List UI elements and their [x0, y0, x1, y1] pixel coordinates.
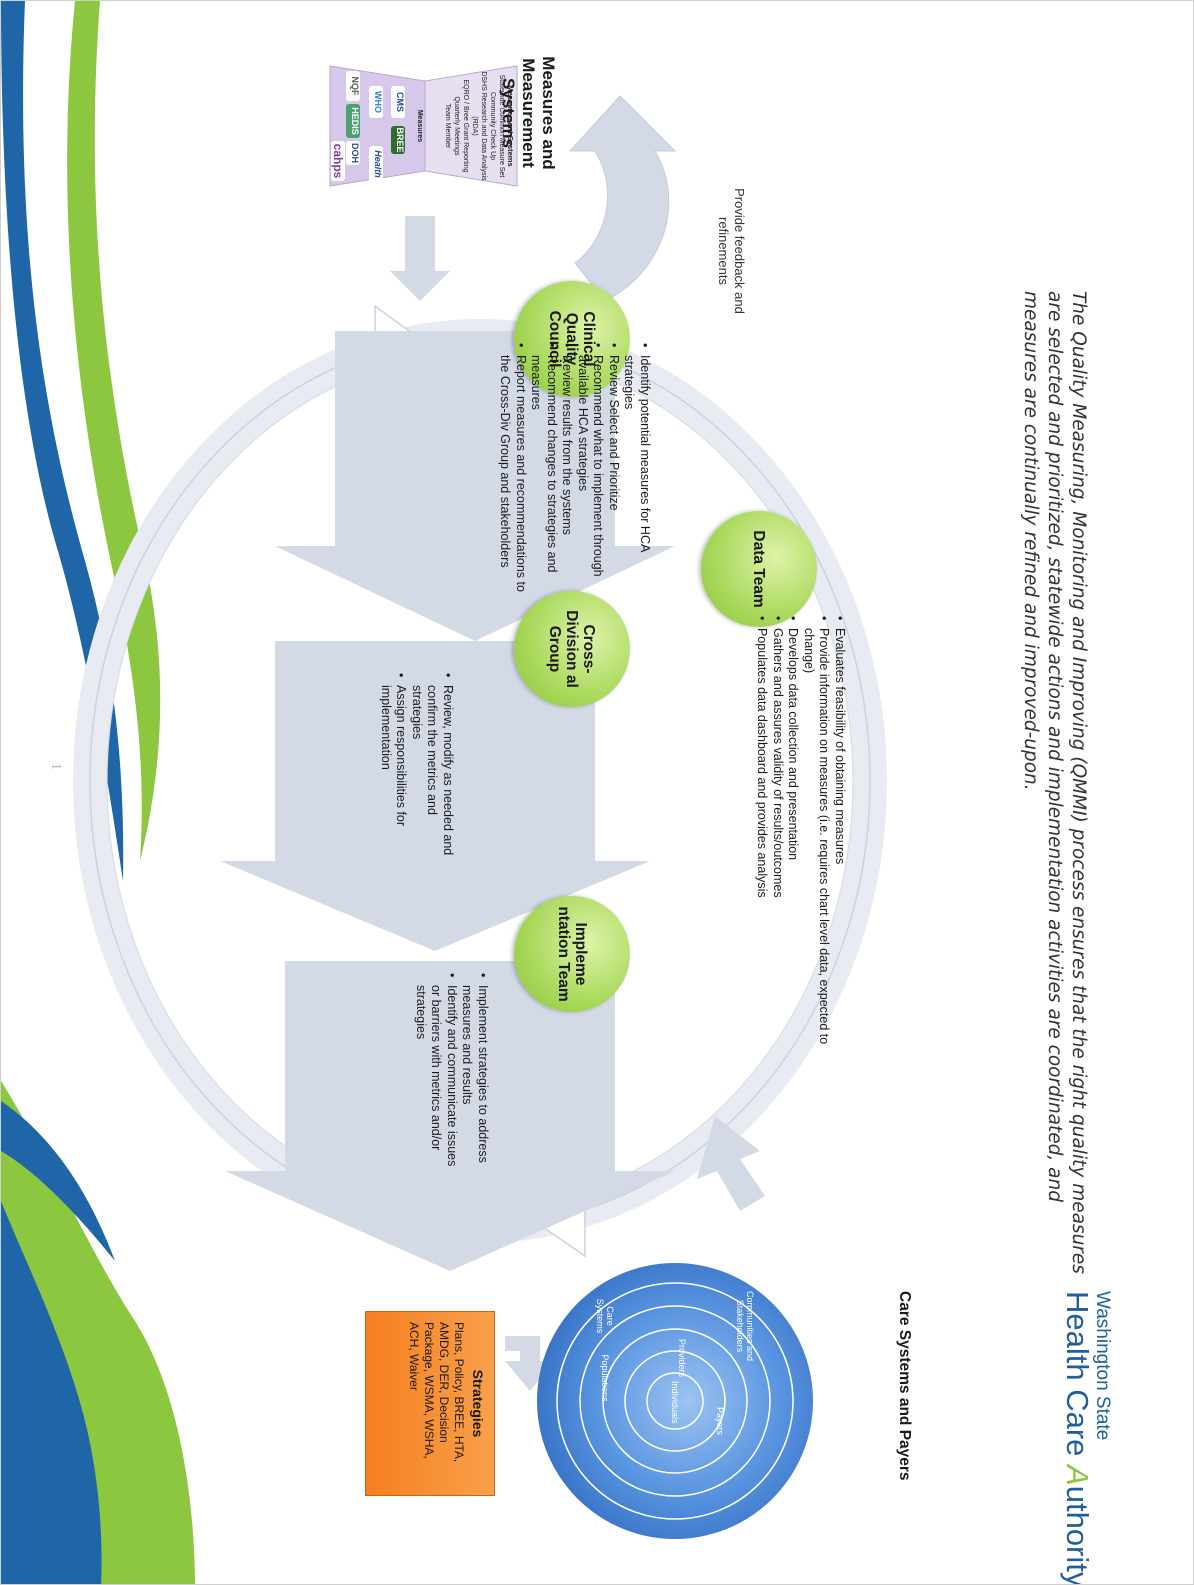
logo-a: A — [1060, 1465, 1095, 1486]
implementation-bullet: Implement strategies to address measures… — [459, 971, 491, 1171]
logo-prefix: Health Care — [1060, 1291, 1095, 1466]
logo-suffix: uthority — [1060, 1485, 1095, 1585]
implementation-bullet-list: Implement strategies to address measures… — [413, 971, 491, 1171]
card-line: (RDA) — [471, 116, 478, 136]
page-number: 1 — [48, 763, 63, 770]
measurement-systems-card: Measurement Systems Statewide Common Mea… — [429, 66, 515, 186]
card-line: Team Member — [444, 103, 451, 149]
ring-label-payers: Payers — [715, 1406, 725, 1435]
ring-label-communities: Communities and Stakeholders — [735, 1290, 755, 1362]
care-systems-title: Care Systems and Payers — [896, 1291, 913, 1481]
council-bullet: Recommend what to implement through avai… — [575, 341, 606, 603]
logo-badge-cms: CMS — [391, 86, 405, 118]
implementation-bullet: Identify and communicate issues or barri… — [413, 971, 459, 1171]
blue-wave-right — [1, 1201, 102, 1584]
logo-badge-bree: BREE — [391, 126, 405, 154]
feedback-arrow — [568, 95, 677, 302]
data-team-bullet: Populates data dashboard and provides an… — [754, 614, 770, 1054]
strategies-text: Plans, Policy, BREE, HTA, AMDG, DER, Dec… — [407, 1322, 466, 1463]
card-line: DSHS Research and Data Analysis — [480, 71, 487, 181]
council-bullet-list: Identify potential measures for HCA stra… — [497, 341, 653, 603]
card-line: Statewide Common Measure Set — [498, 74, 505, 178]
data-team-bullet: Evaluates feasibility of obtaining measu… — [832, 614, 847, 1054]
card-header: Measurement Systems — [506, 85, 515, 167]
strategies-title: Strategies — [470, 1369, 486, 1438]
cross-div-bullet: Review, modify as needed and confirm the… — [409, 671, 455, 871]
logo-badge-hedis: HEDIS — [346, 104, 360, 138]
card-line: Community Check Up — [489, 91, 496, 161]
data-team-bullet: Gathers and assures validity of results/… — [770, 614, 785, 1054]
care-to-cycle-arrow — [697, 1116, 765, 1211]
ring-label-populations: Populations — [600, 1354, 610, 1402]
hca-logo: Health Care Authority — [1059, 1291, 1095, 1585]
ring-label-care-systems: Care Systems — [595, 1298, 615, 1334]
node-implementation-team: Impleme ntation Team — [514, 896, 630, 1012]
logo-badge-nqf: NQF — [346, 71, 360, 101]
ring-label-providers: Providers — [677, 1338, 687, 1377]
measures-to-council-arrow — [390, 216, 450, 301]
card-line: EQRO / Bree Grant Reporting — [462, 79, 469, 173]
blue-band-bottom-left — [1, 1101, 115, 1261]
council-bullet: Report measures and recommendations to t… — [497, 341, 529, 603]
cross-div-bullet: Assign responsibilities for implementati… — [378, 671, 409, 871]
strategies-box: Strategies Plans, Policy, BREE, HTA, AMD… — [365, 1311, 495, 1496]
data-team-bullet: Develops data collection and presentatio… — [785, 614, 801, 1054]
ring-label-individuals: Individuals — [670, 1381, 680, 1424]
logo-badge-who: WHO — [369, 86, 383, 118]
logo-badge-health: Health — [369, 146, 383, 182]
data-team-bullet: Provide information on measures (i.e. re… — [801, 614, 832, 1054]
logo-badge-cahps: cahps — [331, 141, 345, 181]
cross-div-bullet-list: Review, modify as needed and confirm the… — [378, 671, 455, 871]
feedback-label: Provide feedback and refinements — [716, 188, 747, 314]
logo-badge-doh: DOH — [346, 141, 360, 165]
node-cross-divisional-group: Cross-Division al Group — [514, 591, 630, 707]
council-bullet: Identify potential measures for HCA stra… — [621, 341, 653, 603]
node-data-team: Data Team — [701, 511, 817, 627]
strategies-to-care-arrow — [505, 1336, 555, 1391]
council-bullet: Review results from the systems — [559, 341, 575, 603]
council-bullet: Recommend changes to strategies and meas… — [528, 341, 560, 603]
card-line: Quarterly Meetings — [453, 96, 460, 156]
council-bullet: Review Select and Prioritize — [606, 341, 621, 603]
card-measures-label: Measures — [416, 109, 423, 143]
care-circle-outer — [537, 1263, 813, 1539]
data-team-bullet-list: Evaluates feasibility of obtaining measu… — [754, 614, 848, 1054]
green-band-lower — [67, 1, 161, 861]
intro-text: The Quality Measuring, Monitoring and Im… — [1020, 291, 1089, 1274]
